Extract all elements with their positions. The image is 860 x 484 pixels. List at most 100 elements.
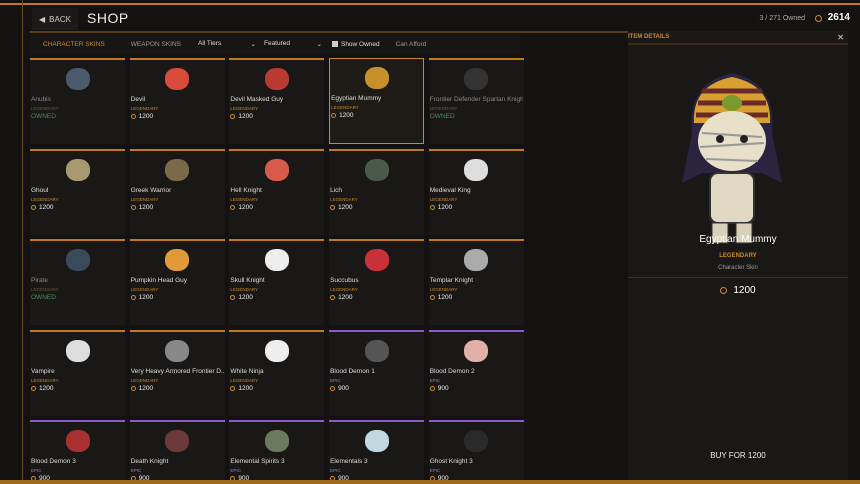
- item-price-value: 1200: [338, 203, 353, 211]
- details-price: 1200: [628, 285, 848, 296]
- item-price: 900: [330, 385, 349, 392]
- skin-head-icon: [464, 339, 489, 362]
- item-name: Vampire: [31, 367, 55, 375]
- coin-icon: [429, 385, 435, 391]
- skin-head-icon: [165, 249, 190, 271]
- item-price: 1200: [429, 294, 452, 301]
- tab-weapon-skins[interactable]: WEAPON SKINS: [130, 40, 181, 48]
- item-price: 1200: [429, 204, 452, 211]
- item-tier: LEGENDARY: [230, 377, 259, 383]
- back-button[interactable]: ◀BACK: [32, 8, 78, 30]
- item-tier: EPIC: [31, 468, 42, 473]
- details-header: ITEM DETAILS: [628, 34, 670, 40]
- item-tier: LEGENDARY: [130, 196, 159, 202]
- coin-icon: [429, 476, 435, 480]
- close-icon[interactable]: ✕: [837, 32, 844, 42]
- item-price: 1200: [31, 204, 53, 211]
- skin-head-icon: [165, 430, 190, 452]
- skin-head-icon: [165, 68, 190, 90]
- item-card[interactable]: Skull Knight LEGENDARY 1200: [229, 239, 325, 325]
- item-price-value: 900: [138, 475, 150, 480]
- item-price: 1200: [230, 294, 253, 301]
- item-name: Skull Knight: [230, 277, 265, 284]
- skin-head-icon: [65, 430, 90, 452]
- item-price-value: 900: [39, 475, 50, 480]
- show-owned-checkbox[interactable]: Show Owned: [331, 41, 380, 48]
- item-price-value: 1200: [238, 384, 253, 392]
- coin-icon: [330, 385, 336, 391]
- item-card[interactable]: Very Heavy Armored Frontier D... LEGENDA…: [129, 329, 225, 416]
- item-name: Devil Masked Guy: [230, 96, 284, 103]
- item-tier: EPIC: [330, 377, 341, 383]
- coin-icon: [130, 204, 136, 210]
- buy-button[interactable]: BUY FOR 1200: [710, 451, 766, 460]
- item-details-panel: ITEM DETAILS✕ Egyptian Mummy LEGENDARY C…: [628, 31, 848, 480]
- skin-head-icon: [264, 249, 289, 271]
- left-divider: [22, 0, 23, 484]
- tier-select[interactable]: All Tiers⌄: [194, 40, 260, 48]
- can-afford-toggle[interactable]: Can Afford: [395, 40, 427, 48]
- item-price-value: 1200: [138, 203, 154, 211]
- coin-icon: [130, 295, 136, 300]
- sort-select[interactable]: Featured⌄: [260, 40, 326, 48]
- coin-icon: [31, 204, 36, 210]
- item-tier: LEGENDARY: [230, 287, 259, 292]
- skin-head-icon: [364, 249, 389, 271]
- item-price: 1200: [230, 203, 253, 211]
- tab-character-skins[interactable]: CHARACTER SKINS: [43, 40, 105, 48]
- skin-head-icon: [65, 249, 90, 271]
- coin-icon: [230, 385, 236, 391]
- coin-icon: [130, 114, 136, 119]
- item-tier: EPIC: [429, 468, 441, 473]
- skin-head-icon: [65, 158, 90, 181]
- item-price: 1200: [130, 294, 153, 301]
- owned-count: 3 / 271 Owned: [759, 15, 805, 22]
- egyptian-mummy-preview-image: [682, 73, 782, 244]
- item-tier: LEGENDARY: [130, 287, 159, 292]
- item-name: Medieval King: [429, 186, 471, 194]
- skin-head-icon: [464, 68, 489, 90]
- item-price-value: 1200: [238, 203, 253, 211]
- top-border: [0, 3, 860, 5]
- coin-icon: [230, 295, 236, 300]
- item-name: Pirate: [31, 277, 48, 284]
- item-price-value: 1200: [338, 294, 353, 301]
- item-price: 900: [429, 385, 449, 392]
- coin-icon: [330, 476, 336, 480]
- item-name: Greek Warrior: [130, 186, 172, 194]
- coin-icon: [130, 476, 136, 480]
- owned-status: OWNED: [31, 113, 56, 120]
- item-card[interactable]: Frontier Defender Spartan Knight LEGENDA…: [428, 58, 524, 144]
- item-tier: LEGENDARY: [31, 377, 59, 383]
- item-tier: LEGENDARY: [429, 106, 458, 111]
- item-price-value: 900: [437, 475, 449, 480]
- item-name: Elemental Spirits 3: [230, 458, 285, 465]
- coin-icon: [331, 113, 337, 118]
- item-price-value: 1200: [238, 113, 253, 120]
- coin-icon: [429, 204, 435, 210]
- item-tier: LEGENDARY: [429, 287, 458, 292]
- back-arrow-icon: ◀: [39, 14, 46, 24]
